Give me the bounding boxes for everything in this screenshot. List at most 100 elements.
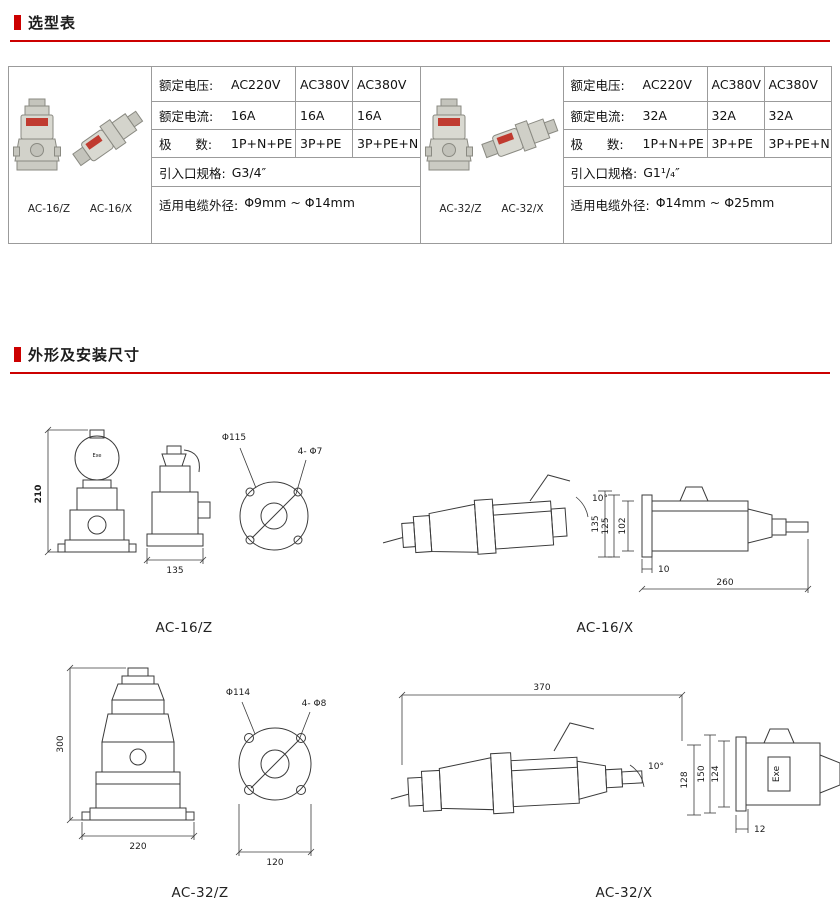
dim-150 <box>704 734 716 814</box>
spec-row-poles: 极 数: 1P+N+PE 3P+PE 3P+PE+N <box>152 130 420 158</box>
spec-value: 32A <box>708 102 765 129</box>
dim-flange-width-label: 12 <box>754 825 765 835</box>
ac32x-assembly-view <box>390 752 643 815</box>
dim-flange-dia-label: Φ115 <box>222 433 246 443</box>
spec-label: 额定电流: <box>159 109 214 124</box>
red-bullet-icon <box>14 347 21 362</box>
spec-label: 额定电流: <box>570 109 625 124</box>
spec-value: 16A <box>296 102 353 129</box>
ac16z-top-view <box>239 481 309 551</box>
product-photo-plug-icon <box>480 118 558 159</box>
spec-value: AC380V <box>357 76 407 92</box>
dim-holes-label: 4- Φ7 <box>298 447 323 457</box>
spec-row-cable: 适用电缆外径: Φ9mm ~ Φ14mm <box>152 187 420 243</box>
locking-handle <box>529 474 571 502</box>
spec-value: 3P+PE <box>296 130 353 157</box>
dim-holes-label: 4- Φ8 <box>302 699 327 709</box>
spec-label: 适用电缆外径: <box>159 198 239 213</box>
dim-300 <box>66 664 126 824</box>
spec-row-inlet: 引入口规格: G1¹/₄″ <box>563 158 831 187</box>
product-photos <box>9 67 151 203</box>
product-block-ac16: AC-16/Z AC-16/X 额定电压: AC220V AC380V AC38… <box>9 67 420 243</box>
dim-12 <box>735 809 749 833</box>
spec-value: 3P+PE <box>708 130 765 157</box>
red-bullet-icon <box>14 15 21 30</box>
spec-row-poles: 极 数: 1P+N+PE 3P+PE 3P+PE+N <box>563 130 831 158</box>
spec-table-ac16: 额定电压: AC220V AC380V AC380V 额定电流: 16A 16A… <box>152 67 420 243</box>
dimension-drawings: Exe 210 <box>0 374 840 901</box>
selection-section-title: 选型表 <box>28 14 77 32</box>
drawing-ac32x-art: 370 1 <box>390 683 840 835</box>
angle-arc <box>575 496 589 518</box>
spec-row-voltage: 额定电压: AC220V AC380V AC380V <box>152 67 420 102</box>
spec-row-inlet: 引入口规格: G3/4″ <box>152 158 420 187</box>
dim-128 <box>687 744 701 816</box>
spec-value: G3/4″ <box>231 164 267 180</box>
dim-flange-dia-label: Φ114 <box>226 688 251 698</box>
drawing-caption-ac16x: AC-16/X <box>576 620 634 636</box>
dim-body-height-label: 135 <box>591 515 601 532</box>
selection-table: AC-16/Z AC-16/X 额定电压: AC220V AC380V AC38… <box>8 66 832 244</box>
model-labels: AC-32/Z AC-32/X <box>421 203 563 243</box>
spec-label: 极 数: <box>159 137 213 152</box>
dim-210 <box>44 426 88 556</box>
dim-125 <box>608 494 620 558</box>
product-images-ac16: AC-16/Z AC-16/X <box>9 67 152 243</box>
ac16z-front-view <box>57 429 137 553</box>
spec-value: AC380V <box>708 67 765 101</box>
product-photo-socket-icon <box>13 98 61 171</box>
locking-handle <box>553 722 595 752</box>
drawing-ac32z-art: 300 220 <box>56 664 327 868</box>
spec-value: AC380V <box>768 76 818 92</box>
selection-section-header: 选型表 <box>0 0 840 40</box>
product-photos <box>421 67 563 203</box>
spec-label: 额定电压: <box>570 77 625 93</box>
dim-260 <box>638 539 812 593</box>
spec-value: 32A <box>768 108 793 123</box>
spec-value: AC220V <box>230 67 296 101</box>
dim-length-label: 260 <box>716 578 733 588</box>
drawing-ac16x: 10° 135 <box>380 439 830 636</box>
spec-value: 16A <box>357 108 382 123</box>
model-label-ac32z: AC-32/Z <box>439 203 482 215</box>
drawing-ac16z: Exe 210 <box>34 424 334 636</box>
exe-marking-label: Exe <box>92 453 101 459</box>
ac32z-front-view <box>81 667 195 821</box>
spec-row-current: 额定电流: 16A 16A 16A <box>152 102 420 130</box>
product-photo-plug-icon <box>72 110 144 167</box>
drawing-caption-ac16z: AC-16/Z <box>155 620 213 636</box>
spec-value: Φ9mm ~ Φ14mm <box>244 195 355 210</box>
spec-value: G1¹/₄″ <box>643 164 680 180</box>
drawing-ac16x-art: 10° 135 <box>382 474 812 593</box>
drawing-ac32x: 370 1 <box>384 679 840 901</box>
spec-value: 3P+PE+N <box>768 136 830 151</box>
dim-length-label: 370 <box>533 683 550 693</box>
dim-width-label: 220 <box>129 842 146 852</box>
spec-label: 引入口规格: <box>570 165 638 181</box>
dim-body-height-label: 128 <box>680 771 690 788</box>
drawing-caption-ac32x: AC-32/X <box>595 885 653 901</box>
spec-value: 16A <box>230 102 296 129</box>
spec-value: 32A <box>642 102 708 129</box>
spec-value: Φ14mm ~ Φ25mm <box>655 195 775 210</box>
dim-10 <box>641 553 653 573</box>
spec-label: 极 数: <box>570 137 624 152</box>
product-photo-socket-icon <box>424 98 473 171</box>
drawing-ac32z: 300 220 <box>50 664 350 901</box>
dim-220 <box>78 822 198 840</box>
dim-102 <box>622 500 634 552</box>
spec-label: 适用电缆外径: <box>570 198 650 213</box>
dim-view-height-label: 150 <box>697 765 707 782</box>
dimensions-section-header: 外形及安装尺寸 <box>0 332 840 372</box>
spec-value: 3P+PE+N <box>357 136 419 151</box>
dim-flange-width-label: 120 <box>266 858 283 868</box>
model-label-ac32x: AC-32/X <box>501 203 544 215</box>
exe-marking-label: Exe <box>772 765 782 782</box>
spec-value: 1P+N+PE <box>642 130 708 157</box>
spec-label: 引入口规格: <box>159 165 226 181</box>
ac32z-top-view <box>238 727 312 801</box>
dim-135 <box>143 548 207 564</box>
dimensions-section-title: 外形及安装尺寸 <box>28 346 141 364</box>
ac32x-side-view <box>735 728 840 812</box>
